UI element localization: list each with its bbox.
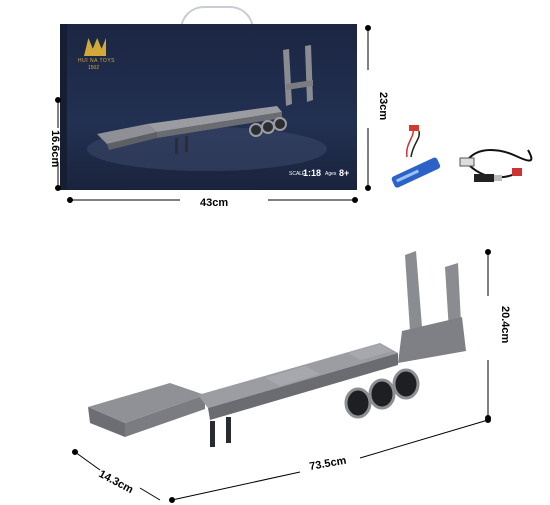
box-height-label: 23cm bbox=[377, 92, 389, 120]
product-box bbox=[67, 24, 357, 190]
scale-label: SCALE bbox=[289, 171, 306, 177]
trailer-height-label: 20.4cm bbox=[499, 306, 511, 344]
box-side bbox=[60, 24, 68, 190]
age-value: 8+ bbox=[339, 168, 350, 178]
scale-value: 1:18 bbox=[303, 168, 322, 178]
brand-name: HUI NA TOYS bbox=[78, 58, 115, 64]
age-label: Ages bbox=[325, 171, 337, 177]
trailer-image bbox=[88, 251, 466, 447]
box-width-label: 43cm bbox=[200, 197, 228, 209]
box-depth-label: 16.6cm bbox=[49, 130, 61, 168]
box-trailer-image bbox=[87, 45, 327, 171]
model-code: 1502 bbox=[88, 65, 100, 71]
usb-cable-image bbox=[459, 149, 533, 182]
trailer-width-label: 14.3cm bbox=[97, 468, 136, 496]
battery-image bbox=[391, 125, 441, 188]
